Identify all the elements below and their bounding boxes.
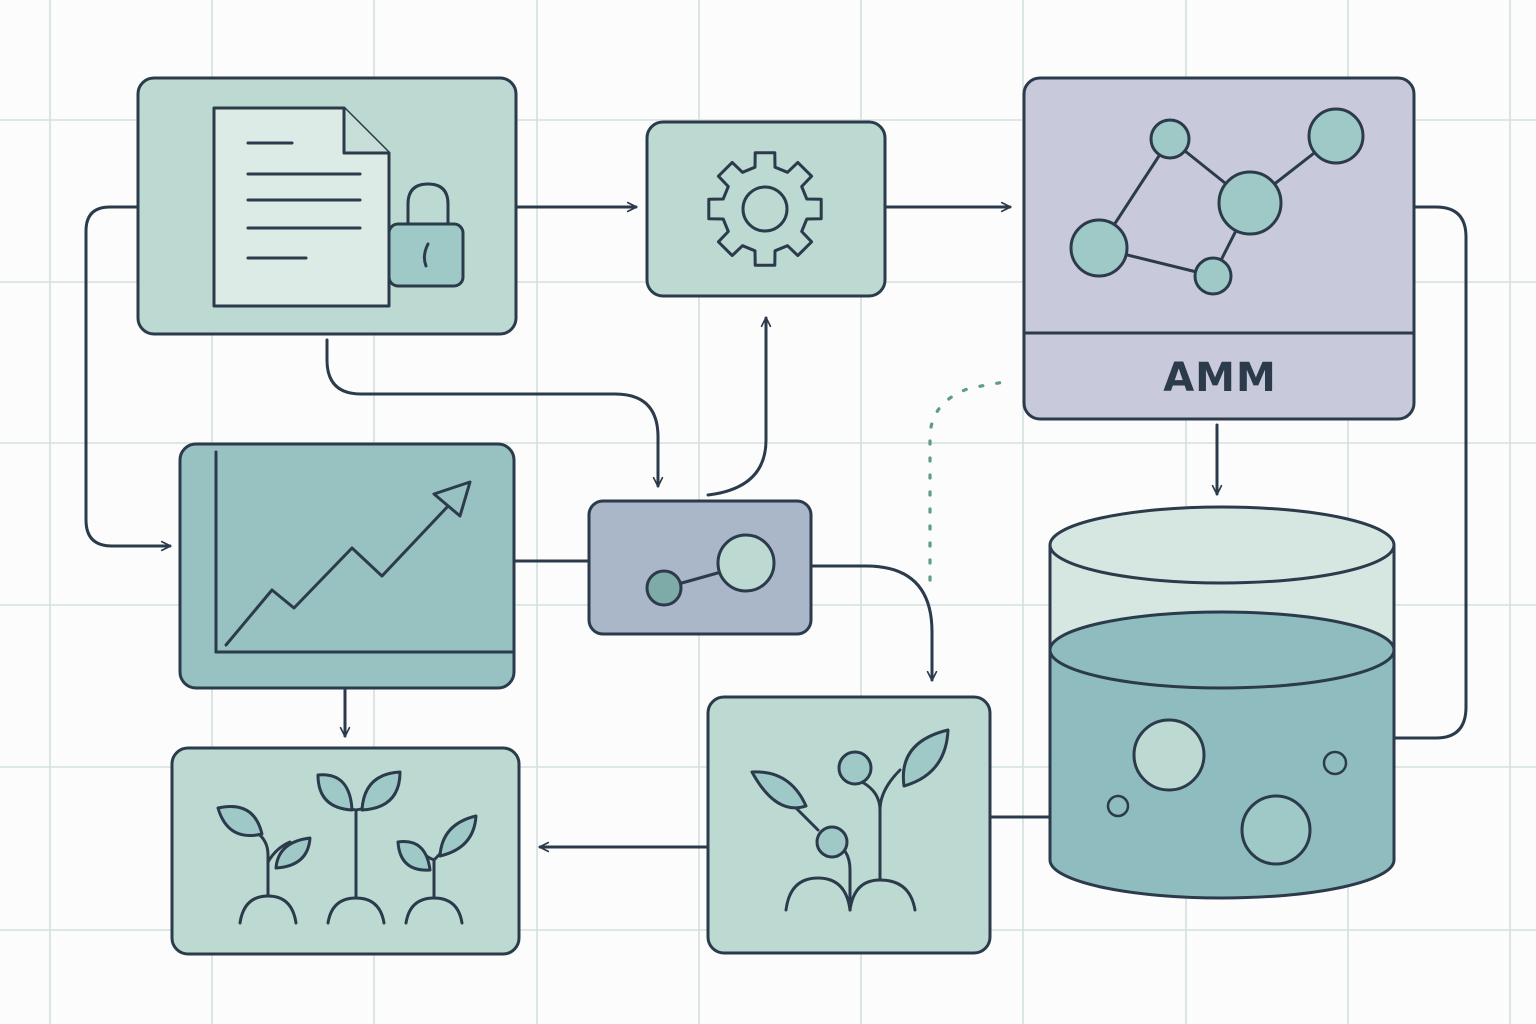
liquid-cylinder-icon [1106, 718, 1348, 866]
network-graph-icon [1069, 107, 1365, 296]
arrow-connector-to-sprouts [810, 564, 938, 682]
linked-nodes-icon [645, 533, 776, 607]
seedlings-node[interactable] [170, 746, 521, 956]
gear-icon [707, 151, 823, 267]
connectors [84, 201, 1468, 853]
liquidity-pool-node[interactable] [1040, 505, 1410, 910]
sprout-network-icon [750, 728, 950, 912]
line-amm-loop-to-pool [1392, 205, 1468, 740]
sprout-network-node[interactable] [706, 695, 992, 955]
amm-node[interactable]: AMM [1022, 76, 1416, 421]
rising-line-chart-icon [214, 450, 514, 654]
locked-document-icon [212, 106, 465, 308]
dotted-link [928, 380, 1006, 582]
growth-chart-node[interactable] [178, 442, 516, 690]
arrow-connector-to-gear [706, 316, 772, 497]
arrow-document-to-chart [84, 205, 172, 552]
three-seedlings-icon [216, 770, 478, 925]
connector-node[interactable] [587, 499, 813, 636]
processing-node[interactable] [645, 120, 887, 298]
encrypted-document-node[interactable] [136, 76, 518, 336]
arrow-document-to-connector [325, 338, 664, 488]
amm-label: AMM [1163, 355, 1277, 401]
